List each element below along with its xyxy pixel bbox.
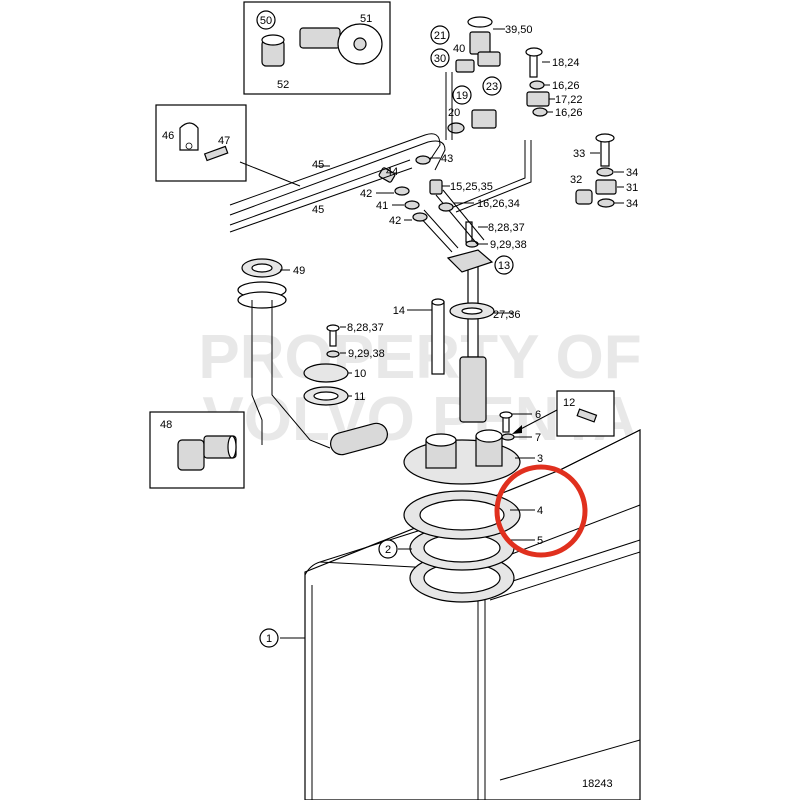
- callout-6: 6: [535, 409, 541, 421]
- callout-46: 46: [162, 130, 174, 142]
- callout-39-50: 39,50: [505, 24, 533, 36]
- callout-32: 32: [570, 174, 582, 186]
- watermark-line1: PROPERTY OF: [198, 323, 641, 392]
- callout-42-top: 42: [360, 188, 372, 200]
- drawing-number: 18243: [582, 778, 613, 790]
- callout-42-bottom: 42: [389, 215, 401, 227]
- callout-23: 23: [486, 81, 498, 93]
- callout-18-24: 18,24: [552, 57, 580, 69]
- callout-15-25-35: 15,25,35: [450, 181, 493, 193]
- callout-17-22: 17,22: [555, 94, 583, 106]
- callout-14: 14: [393, 305, 405, 317]
- callout-9-29-38-left: 9,29,38: [348, 348, 385, 360]
- callout-34-bottom: 34: [626, 198, 638, 210]
- callout-bubble-19: [452, 85, 472, 105]
- valve-cluster: [445, 16, 501, 140]
- flange-3: [403, 429, 521, 485]
- callout-7: 7: [535, 432, 541, 444]
- callout-bubble-21: [430, 25, 450, 45]
- callout-12: 12: [563, 397, 575, 409]
- callout-50: 50: [260, 15, 272, 27]
- callout-16-26-lower: 16,26: [555, 107, 583, 119]
- callout-bubble-23: [482, 76, 502, 96]
- callout-47: 47: [218, 135, 230, 147]
- callout-41: 41: [376, 200, 388, 212]
- callout-8-28-37-left: 8,28,37: [347, 322, 384, 334]
- callout-43: 43: [441, 153, 453, 165]
- callout-13: 13: [498, 260, 510, 272]
- highlight-circle: [494, 464, 588, 558]
- callout-45-bottom: 45: [312, 204, 324, 216]
- suction-pipe: [431, 261, 495, 423]
- callout-10: 10: [354, 368, 366, 380]
- callout-40: 40: [453, 43, 465, 55]
- callout-20: 20: [448, 107, 460, 119]
- level-sender-49: [237, 258, 388, 456]
- callout-bubble-1: [259, 628, 279, 648]
- callout-bubble-2: [378, 539, 398, 559]
- callout-19: 19: [456, 90, 468, 102]
- callout-21: 21: [434, 30, 446, 42]
- fittings-left-cluster: [378, 167, 454, 222]
- callout-9-29-38-top: 9,29,38: [490, 239, 527, 251]
- callout-33: 33: [573, 148, 585, 160]
- fitting-cluster-31-34: [575, 133, 617, 208]
- callout-bubble-13: [494, 255, 514, 275]
- callout-30: 30: [434, 53, 446, 65]
- inset-46-47: [155, 104, 301, 187]
- callout-16-26-upper: 16,26: [552, 80, 580, 92]
- callout-16-26-34-mid: 16,26,34: [477, 198, 520, 210]
- callout-34-top: 34: [626, 167, 638, 179]
- callout-2: 2: [385, 544, 391, 556]
- callout-49: 49: [293, 265, 305, 277]
- fuel-tank: [304, 429, 641, 800]
- callout-51: 51: [360, 13, 372, 25]
- callout-11: 11: [354, 391, 365, 403]
- callout-31: 31: [626, 182, 638, 194]
- callout-5: 5: [537, 535, 543, 547]
- callout-48: 48: [160, 419, 172, 431]
- callout-45-top: 45: [312, 159, 324, 171]
- callout-3: 3: [537, 453, 543, 465]
- inset-48: [149, 411, 245, 489]
- callout-bubble-30: [430, 48, 450, 68]
- fitting-plate-13: [446, 221, 494, 273]
- gasket-4: [403, 490, 521, 540]
- inset-12: [512, 390, 615, 437]
- callout-52: 52: [277, 79, 289, 91]
- cover-10-11: [303, 324, 349, 406]
- callout-8-28-37-top: 8,28,37: [488, 222, 525, 234]
- callout-bubble-50: [256, 10, 276, 30]
- callout-44: 44: [386, 166, 398, 178]
- banjo-fitting-17-22: [525, 47, 550, 117]
- fuel-lines-45: [229, 133, 446, 233]
- callout-27-36: 27,36: [493, 309, 521, 321]
- callout-1: 1: [266, 633, 272, 645]
- callout-4: 4: [537, 505, 543, 517]
